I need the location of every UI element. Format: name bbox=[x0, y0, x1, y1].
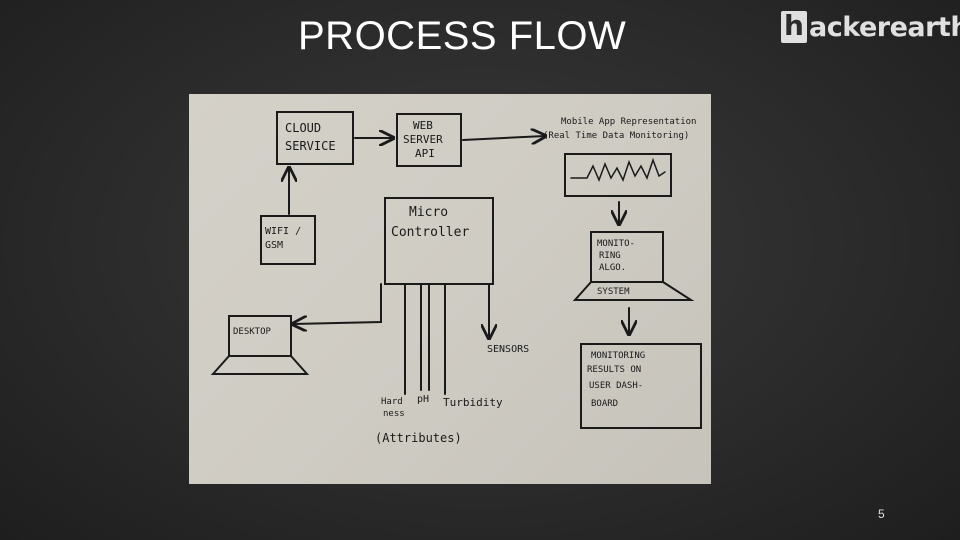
sensors-label: SENSORS bbox=[487, 344, 529, 355]
web-server-box bbox=[396, 113, 462, 167]
system-label: SYSTEM bbox=[597, 287, 630, 297]
mobile-graph-line bbox=[570, 157, 666, 183]
process-flow-diagram: CLOUD SERVICE WEB SERVER API Mobile App … bbox=[210, 111, 702, 445]
turbidity-label: Turbidity bbox=[443, 396, 503, 409]
mobile-app-label: Mobile App Representation (Real Time Dat… bbox=[543, 117, 702, 141]
arrow-web-to-mobile bbox=[462, 136, 545, 140]
page-number: 5 bbox=[878, 507, 885, 521]
attributes-label: (Attributes) bbox=[375, 431, 462, 445]
logo-text: ackerearth bbox=[809, 11, 960, 43]
mobile-screen-box bbox=[564, 153, 672, 197]
monitoring-algo-label: MONITO- RING ALGO. bbox=[597, 239, 640, 273]
hackerearth-logo: h ackerearth bbox=[781, 9, 960, 45]
arrow-controller-to-desktop bbox=[293, 283, 382, 324]
cloud-service-box bbox=[276, 111, 354, 165]
page-title: PROCESS FLOW bbox=[298, 14, 627, 58]
micro-controller-box bbox=[384, 197, 494, 285]
hardness-label: Hard ness bbox=[381, 397, 408, 419]
results-box bbox=[580, 343, 702, 429]
system-laptop-base bbox=[572, 281, 695, 301]
desktop-label: DESKTOP bbox=[233, 327, 272, 337]
results-label: MONITORING RESULTS ON USER DASH- BOARD bbox=[587, 351, 651, 409]
process-flow-sketch: CLOUD SERVICE WEB SERVER API Mobile App … bbox=[189, 94, 711, 484]
wifi-gsm-box bbox=[260, 215, 316, 265]
desktop-laptop-screen bbox=[228, 315, 292, 357]
web-server-label: WEB SERVER API bbox=[403, 119, 449, 160]
system-laptop-screen bbox=[590, 231, 664, 283]
desktop-laptop-base bbox=[210, 355, 310, 375]
micro-controller-label: Micro Controller bbox=[391, 205, 469, 240]
wifi-gsm-label: WIFI / GSM bbox=[265, 226, 307, 251]
cloud-service-label: CLOUD SERVICE bbox=[285, 121, 336, 153]
ph-label: pH bbox=[417, 394, 429, 405]
logo-letter: h bbox=[781, 11, 807, 43]
